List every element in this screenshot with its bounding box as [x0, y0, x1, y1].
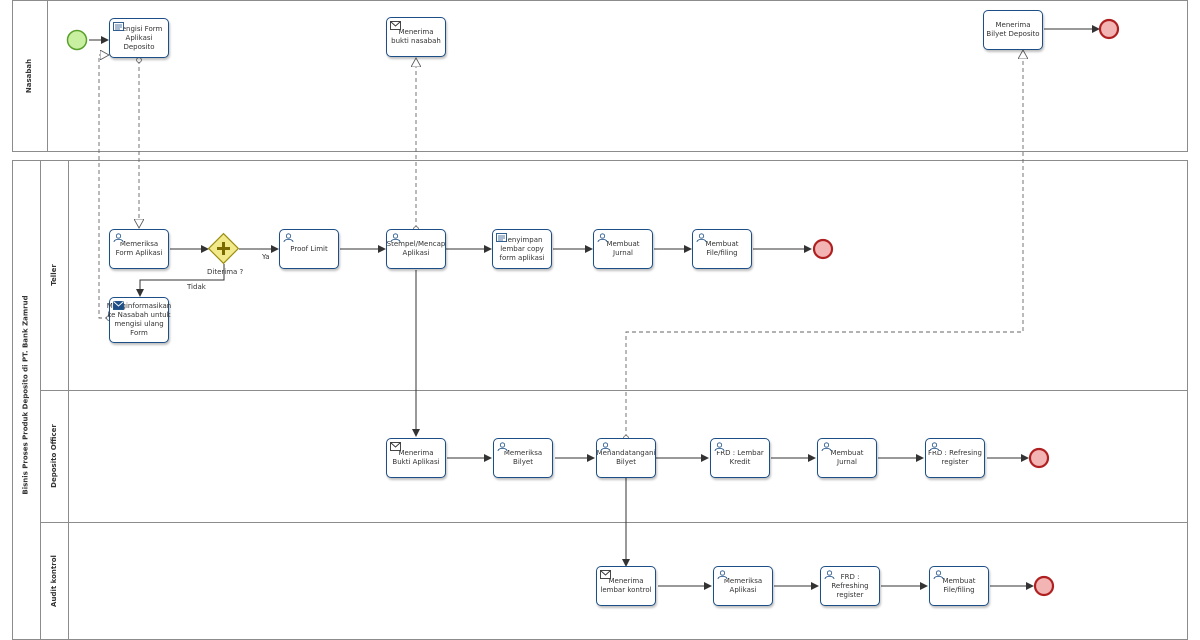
end-event-audit [1033, 575, 1055, 597]
pool-nasabah-divider [47, 0, 48, 152]
end-event-nasabah [1098, 18, 1120, 40]
user-task-icon [113, 233, 124, 242]
user-task-icon [597, 233, 608, 242]
user-task-icon [714, 442, 725, 451]
send-task-icon [113, 301, 124, 310]
flow-gateway-to-menginformasikan [136, 264, 225, 297]
task-menerima-bilyet[interactable]: Menerima Bilyet Deposito [983, 10, 1043, 50]
task-membuat-file-audit[interactable]: Membuat File/filing [929, 566, 989, 606]
form-task-icon [496, 233, 507, 242]
receive-task-icon [600, 570, 611, 579]
start-event [66, 29, 88, 51]
msg-menginformasikan-to-mengisi [98, 55, 109, 318]
task-menyimpan-copy[interactable]: Menyimpan lembar copy form aplikasi [492, 229, 552, 269]
task-proof-limit[interactable]: Proof Limit [279, 229, 339, 269]
receive-task-icon [390, 21, 401, 30]
user-task-icon [497, 442, 508, 451]
lane-header-divider [68, 160, 69, 640]
task-menerima-bukti-nasabah[interactable]: Menerima bukti nasabah [386, 17, 446, 57]
task-menandatangani[interactable]: Menandatangani Bilyet [596, 438, 656, 478]
gateway-diterima [207, 232, 240, 265]
pool-main-divider [40, 160, 41, 640]
task-menerima-bukti-aplikasi[interactable]: Menerima Bukti Aplikasi [386, 438, 446, 478]
user-task-icon [283, 233, 294, 242]
task-membuat-jurnal-officer[interactable]: Membuat Jurnal [817, 438, 877, 478]
user-task-icon [600, 442, 611, 451]
user-task-icon [929, 442, 940, 451]
task-memeriksa-aplikasi[interactable]: Memeriksa Aplikasi [713, 566, 773, 606]
task-menerima-lembar-kontrol[interactable]: Menerima lembar kontrol [596, 566, 656, 606]
lane-divider-teller [40, 390, 1188, 391]
task-stempel[interactable]: Stempel/Mencap Aplikasi [386, 229, 446, 269]
task-frd-refreshing[interactable]: FRD : Refreshing register [820, 566, 880, 606]
lane-divider-officer [40, 522, 1188, 523]
task-membuat-jurnal-teller[interactable]: Membuat Jurnal [593, 229, 653, 269]
task-mengisi-form[interactable]: Mengisi Form Aplikasi Deposito [109, 18, 169, 58]
gateway-no-label: Tidak [187, 283, 206, 291]
end-event-teller [812, 238, 834, 260]
user-task-icon [933, 570, 944, 579]
gateway-yes-label: Ya [262, 253, 270, 261]
user-task-icon [390, 233, 401, 242]
form-task-icon [113, 22, 124, 31]
task-memeriksa-bilyet[interactable]: Memeriksa Bilyet [493, 438, 553, 478]
task-frd-refresing[interactable]: FRD : Refresing register [925, 438, 985, 478]
user-task-icon [717, 570, 728, 579]
user-task-icon [821, 442, 832, 451]
task-membuat-file-teller[interactable]: Membuat File/filing [692, 229, 752, 269]
receive-task-icon [390, 442, 401, 451]
task-menginformasikan[interactable]: Menginformasikan ke Nasabah untuk mengis… [107, 297, 171, 343]
gateway-question-label: Diterima ? [207, 268, 244, 276]
user-task-icon [696, 233, 707, 242]
end-event-officer [1028, 447, 1050, 469]
msg-menandatangani-to-bilyet [626, 50, 1023, 438]
user-task-icon [824, 570, 835, 579]
task-frd-lembar-kredit[interactable]: FRD : Lembar Kredit [710, 438, 770, 478]
task-memeriksa-form[interactable]: Memeriksa Form Aplikasi [109, 229, 169, 269]
